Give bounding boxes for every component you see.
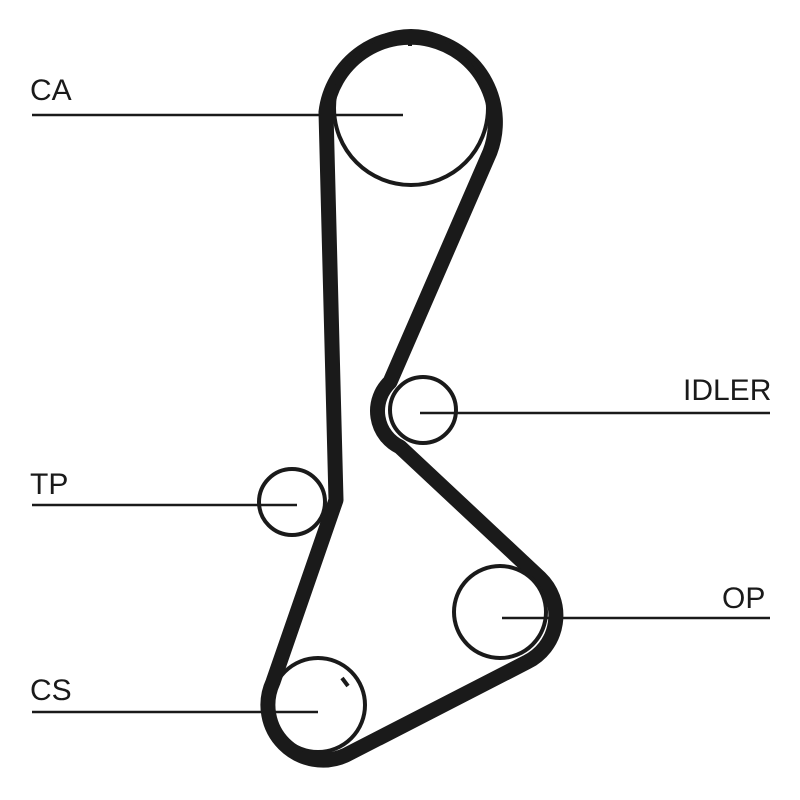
idler-pulley	[388, 375, 458, 445]
idler-label: IDLER	[683, 374, 772, 407]
timing-belt	[260, 29, 564, 768]
op-pulley	[452, 564, 548, 660]
ca-label: CA	[30, 74, 72, 107]
cs-pulley	[269, 656, 367, 754]
ca-pulley	[332, 29, 490, 187]
op-label: OP	[722, 582, 766, 615]
cs-label: CS	[30, 674, 72, 707]
tp-label: TP	[30, 468, 69, 501]
tp-pulley	[257, 467, 327, 537]
cs-timing-mark	[340, 676, 350, 688]
